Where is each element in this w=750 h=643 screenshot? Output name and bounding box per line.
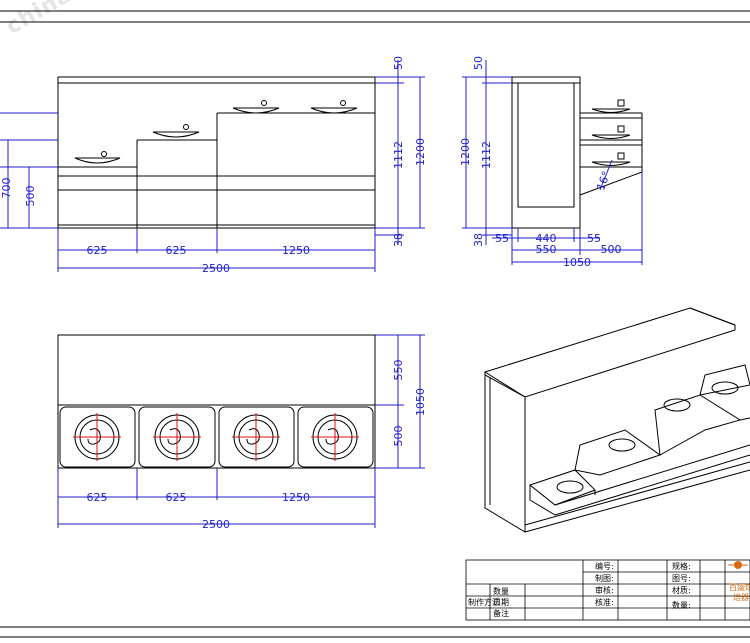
top-bowl-2 xyxy=(153,413,201,461)
bowl-1 xyxy=(74,151,121,164)
top-bowl-3 xyxy=(232,413,280,461)
dim-625-b: 625 xyxy=(166,244,187,257)
tb-approved: 核准: xyxy=(595,597,614,607)
side-bowl-1 xyxy=(591,99,631,113)
tb-number: 编号: xyxy=(595,561,614,571)
tb-drawing-no: 图号: xyxy=(672,574,691,583)
side-dim-38: 38 xyxy=(472,233,485,247)
top-bowl-4 xyxy=(311,413,359,461)
tb-date: 日期 xyxy=(493,598,509,607)
top-dim-625-b: 625 xyxy=(166,491,187,504)
bowl-3 xyxy=(232,100,280,114)
side-dim-550: 550 xyxy=(536,243,557,256)
tb-reviewed: 审核: xyxy=(595,585,614,595)
dim-1112-right: 1112 xyxy=(392,141,405,169)
front-view: 625 625 1250 2500 700 500 50 1112 1200 3… xyxy=(0,56,427,275)
drawing-frame xyxy=(0,10,750,638)
dim-625-a: 625 xyxy=(87,244,108,257)
side-view: 50 1112 1200 38 55 440 55 550 500 1050 1… xyxy=(459,56,643,269)
top-view: 625 625 1250 2500 550 500 1050 xyxy=(57,334,427,531)
dim-50-right: 50 xyxy=(392,56,405,70)
dim-2500: 2500 xyxy=(202,262,230,275)
top-dim-500: 500 xyxy=(392,426,405,447)
company-logo xyxy=(728,561,748,569)
side-dim-55-right: 55 xyxy=(587,232,601,245)
top-dim-625-a: 625 xyxy=(87,491,108,504)
side-dim-55-left: 55 xyxy=(495,232,509,245)
top-dim-1050: 1050 xyxy=(414,388,427,416)
tb-remark: 备注 xyxy=(493,608,509,618)
dim-700: 700 xyxy=(0,178,13,199)
tb-quantity: 数量: xyxy=(672,600,691,610)
tb-spec: 规格: xyxy=(672,561,691,571)
isometric-view xyxy=(484,307,750,533)
bowl-2 xyxy=(152,124,200,138)
side-dim-1050: 1050 xyxy=(563,256,591,269)
tb-qty-left: 数量 xyxy=(493,586,509,596)
company-line2: 焙器 xyxy=(733,592,749,602)
tb-drawn: 制图: xyxy=(595,573,614,583)
dim-500-left: 500 xyxy=(24,186,37,207)
side-bowl-2 xyxy=(591,125,631,139)
title-block: 编号: 制图: 审核: 核准: 规格: 图号: 材质: 数量: 数量 日期 备注… xyxy=(465,559,750,621)
company-line1: 百盛烘 xyxy=(729,582,750,592)
side-dim-1112: 1112 xyxy=(480,141,493,169)
tb-material: 材质: xyxy=(672,585,691,595)
top-bowl-1 xyxy=(73,413,121,461)
side-dim-50: 50 xyxy=(472,56,485,70)
top-dim-550: 550 xyxy=(392,360,405,381)
side-dim-500: 500 xyxy=(601,243,622,256)
side-dim-440: 440 xyxy=(536,232,557,245)
top-dim-1250: 1250 xyxy=(282,491,310,504)
dim-1250: 1250 xyxy=(282,244,310,257)
top-dim-2500: 2500 xyxy=(202,518,230,531)
dim-1200-right: 1200 xyxy=(414,138,427,166)
dim-38-right: 38 xyxy=(392,233,405,247)
bowl-4 xyxy=(310,100,358,114)
tb-method: 制作方法 xyxy=(468,597,500,607)
side-dim-1200: 1200 xyxy=(459,138,472,166)
